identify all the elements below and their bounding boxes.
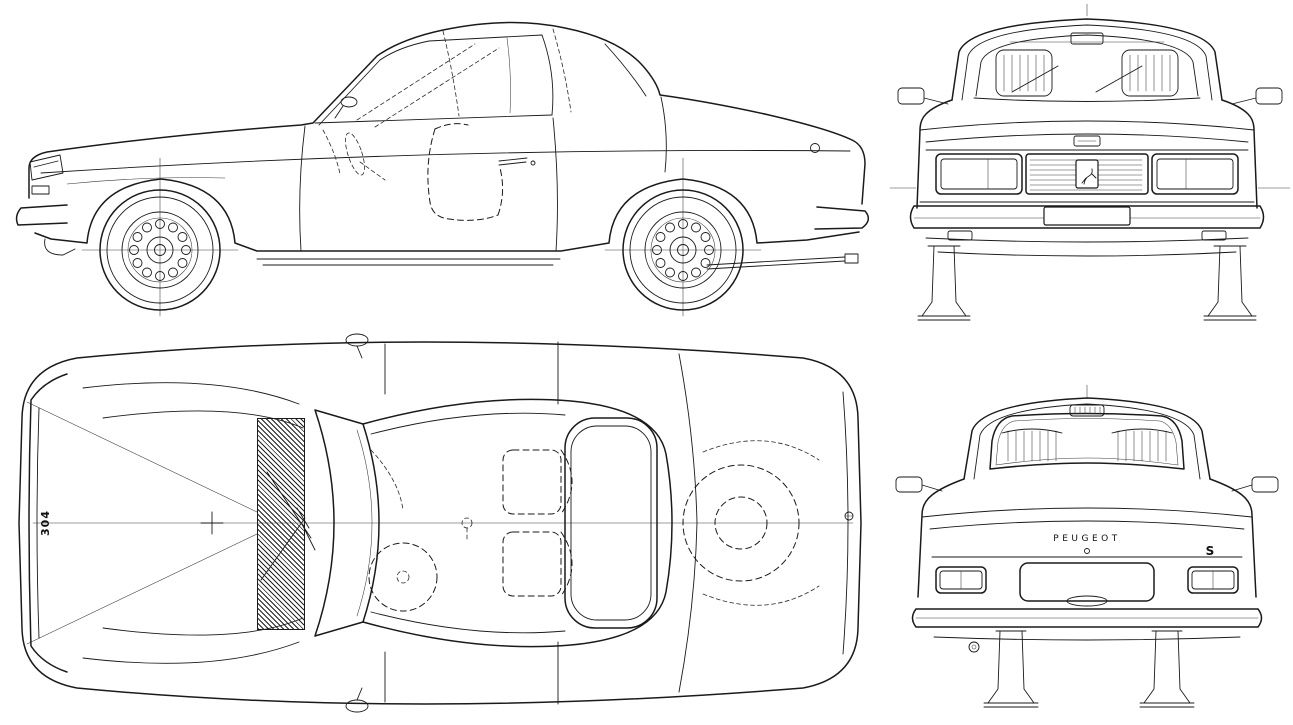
- front-bumper: [909, 205, 1265, 229]
- side-wheel-front: [81, 157, 239, 317]
- interior-mirror: [1070, 32, 1104, 45]
- plan-seats-hidden: [502, 449, 573, 597]
- plan-cowl-vent-grille: [257, 418, 305, 630]
- rear-window: [989, 412, 1185, 470]
- side-beltline: [40, 150, 851, 185]
- side-fuel-cap: [810, 143, 820, 153]
- front-headlight-left: [935, 153, 1023, 195]
- plan-mirror-bottom: [345, 687, 369, 713]
- front-turn-signal-left: [947, 230, 973, 241]
- front-stand-right: [1203, 245, 1257, 321]
- rear-taillight-left: [935, 566, 987, 594]
- rear-trim-badge-text: S: [1206, 544, 1215, 558]
- plan-soft-top-outline: [362, 398, 673, 648]
- front-soft-top: [951, 18, 1223, 101]
- rear-stand-right: [1139, 630, 1195, 708]
- side-front-bumper: [15, 204, 76, 256]
- front-stand-left: [917, 245, 971, 321]
- side-rocker-exhaust: [256, 253, 859, 270]
- front-view: [889, 3, 1291, 321]
- plan-mirror-top: [345, 333, 369, 359]
- rear-stand-left: [983, 630, 1039, 708]
- front-license-plate: [1043, 206, 1131, 226]
- side-doors: [299, 117, 558, 252]
- plan-windshield-frame: [314, 409, 380, 637]
- rear-license-recess: [1019, 562, 1155, 607]
- plan-spare-wheel-hidden: [682, 440, 820, 606]
- plan-centerline-cross: [200, 511, 224, 535]
- front-mirror-right: [1231, 87, 1283, 105]
- front-mirror-left: [897, 87, 949, 105]
- side-door-mirror: [334, 96, 358, 119]
- plan-view: 304: [18, 333, 862, 713]
- rear-soft-top: [963, 397, 1211, 480]
- plan-rear-deck-lines: [678, 353, 849, 693]
- front-valance: [925, 230, 1249, 257]
- plan-front-bumper: [28, 373, 68, 673]
- plan-steering-wheel-hidden: [368, 449, 473, 612]
- front-turn-signal-right: [1201, 230, 1227, 241]
- rear-vent: [1069, 404, 1105, 417]
- plan-rear-window: [564, 417, 658, 629]
- rear-bumper: [911, 608, 1263, 628]
- side-body-outline: [28, 21, 866, 252]
- rear-seats: [1001, 428, 1173, 462]
- side-interior-hidden-lines: [322, 123, 504, 221]
- rear-valance-exhaust: [933, 636, 1241, 653]
- plan-body-outline: [18, 341, 862, 705]
- side-wheel-rear: [604, 157, 762, 317]
- front-windshield: [973, 32, 1201, 102]
- plan-door-cutlines: [384, 341, 559, 705]
- front-hood-badge: [1073, 135, 1101, 147]
- rear-mirror-left: [895, 476, 943, 493]
- rear-make-badge-text: PEUGEOT: [1053, 534, 1120, 544]
- plan-guide-lines: [26, 401, 258, 645]
- side-view: [15, 21, 870, 317]
- front-interior-seats: [995, 49, 1179, 97]
- side-greenhouse: [314, 34, 554, 126]
- plan-model-304-text: 304: [39, 510, 52, 536]
- front-headlight-right: [1151, 153, 1239, 195]
- rear-view: PEUGEOT S: [895, 384, 1279, 708]
- plan-fuel-cap: [844, 511, 854, 521]
- front-grille: [1025, 153, 1149, 195]
- side-soft-top-seams: [356, 28, 667, 173]
- front-wipers: [1011, 65, 1143, 93]
- side-headlight: [29, 154, 64, 195]
- rear-mirror-right: [1231, 476, 1279, 493]
- trunk-lock: [1084, 548, 1090, 554]
- grille-badge-plate: [1075, 159, 1099, 189]
- rear-taillight-right: [1187, 566, 1239, 594]
- rear-body-sides: [917, 478, 1257, 598]
- peugeot-lion-emblem-icon: [1081, 168, 1097, 185]
- side-rear-bumper: [814, 206, 870, 230]
